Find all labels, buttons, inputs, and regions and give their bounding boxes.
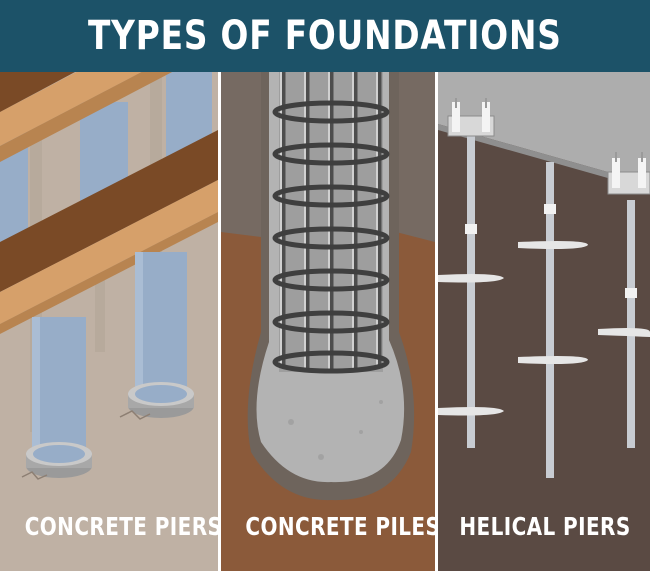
panel-helical-piers: HELICAL PIERS <box>438 72 650 571</box>
caption-concrete-piers: CONCRETE PIERS <box>24 512 218 541</box>
helical-pier-illustration <box>438 72 650 571</box>
caption-helical-piers: HELICAL PIERS <box>459 512 631 541</box>
divider <box>435 72 438 571</box>
page-title: TYPES OF FOUNDATIONS <box>88 13 562 59</box>
concrete-pier-illustration <box>0 72 218 571</box>
concrete-pile-illustration <box>221 72 435 571</box>
panel-concrete-piers: CONCRETE PIERS <box>0 72 218 571</box>
panel-concrete-piles: CONCRETE PILES <box>221 72 435 571</box>
caption-concrete-piles: CONCRETE PILES <box>245 512 435 541</box>
title-banner: TYPES OF FOUNDATIONS <box>0 0 650 72</box>
divider <box>218 72 221 571</box>
